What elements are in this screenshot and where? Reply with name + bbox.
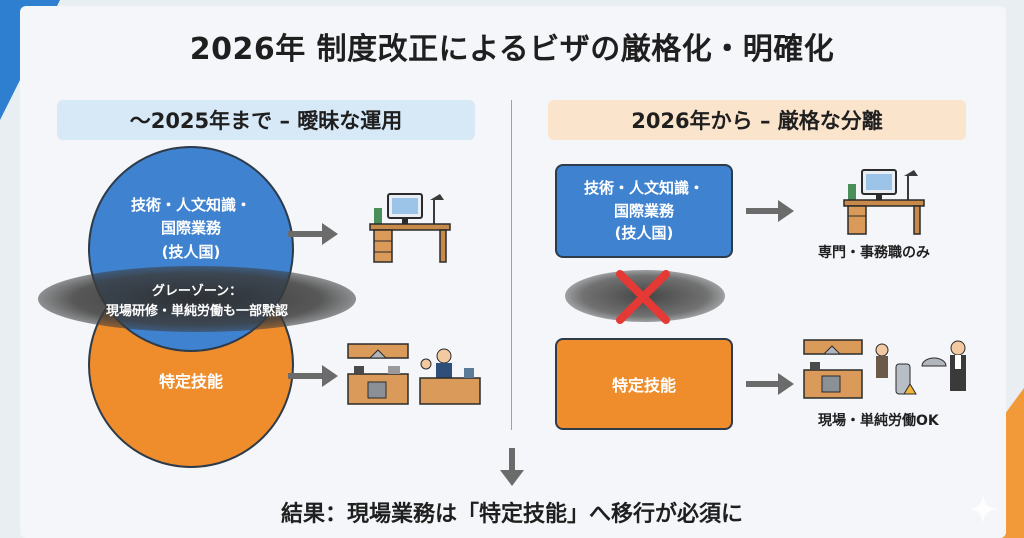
gray-zone-overlap xyxy=(38,266,356,332)
tokutei-ginou-box: 特定技能 xyxy=(555,338,733,430)
arrow-right-icon xyxy=(288,223,338,245)
arrow-down-icon xyxy=(500,448,524,486)
gijinkoku-line-1: 技術・人文知識・ xyxy=(130,196,251,215)
gijinkoku-box-line-3: (技人国) xyxy=(614,224,674,243)
header-from-2026: 2026年から – 厳格な分離 xyxy=(548,100,966,140)
desk-computer-icon xyxy=(369,193,451,263)
gijinkoku-box-line-1: 技術・人文知識・ xyxy=(583,179,704,198)
arrow-right-icon xyxy=(746,373,794,395)
kitchen-staff-icon xyxy=(803,339,966,399)
header-before-2025: 〜2025年まで – 曖昧な運用 xyxy=(57,100,475,140)
cross-mark-icon xyxy=(616,270,670,324)
gijinkoku-box-line-2: 国際業務 xyxy=(613,201,674,220)
arrow-right-icon xyxy=(746,200,794,222)
page-title: 2026年 制度改正によるビザの厳格化・明確化 xyxy=(189,32,835,67)
arrow-right-icon xyxy=(288,365,338,387)
gray-zone-line-1: グレーゾーン： xyxy=(151,284,243,299)
center-divider xyxy=(511,100,512,430)
caption-onsite-ok: 現場・単純労働OK xyxy=(818,413,939,429)
caption-professional-only: 専門・事務職のみ xyxy=(818,245,930,261)
gijinkoku-line-2: 国際業務 xyxy=(160,219,221,238)
desk-computer-icon xyxy=(843,169,925,235)
sparkle-icon xyxy=(968,494,998,524)
gijinkoku-line-3: (技人国) xyxy=(161,242,221,261)
gray-zone-line-2: 現場研修・単純労働も一部黙認 xyxy=(105,303,288,319)
result-statement: 結果：現場業務は「特定技能」へ移行が必須に xyxy=(280,502,743,527)
tokutei-ginou-box-label: 特定技能 xyxy=(611,376,676,395)
tokutei-ginou-label: 特定技能 xyxy=(158,372,223,391)
gijinkoku-box: 技術・人文知識・ 国際業務 (技人国) xyxy=(555,164,733,258)
gray-zone-text: グレーゾーン： 現場研修・単純労働も一部黙認 xyxy=(38,282,356,321)
kitchen-staff-icon xyxy=(347,343,481,405)
